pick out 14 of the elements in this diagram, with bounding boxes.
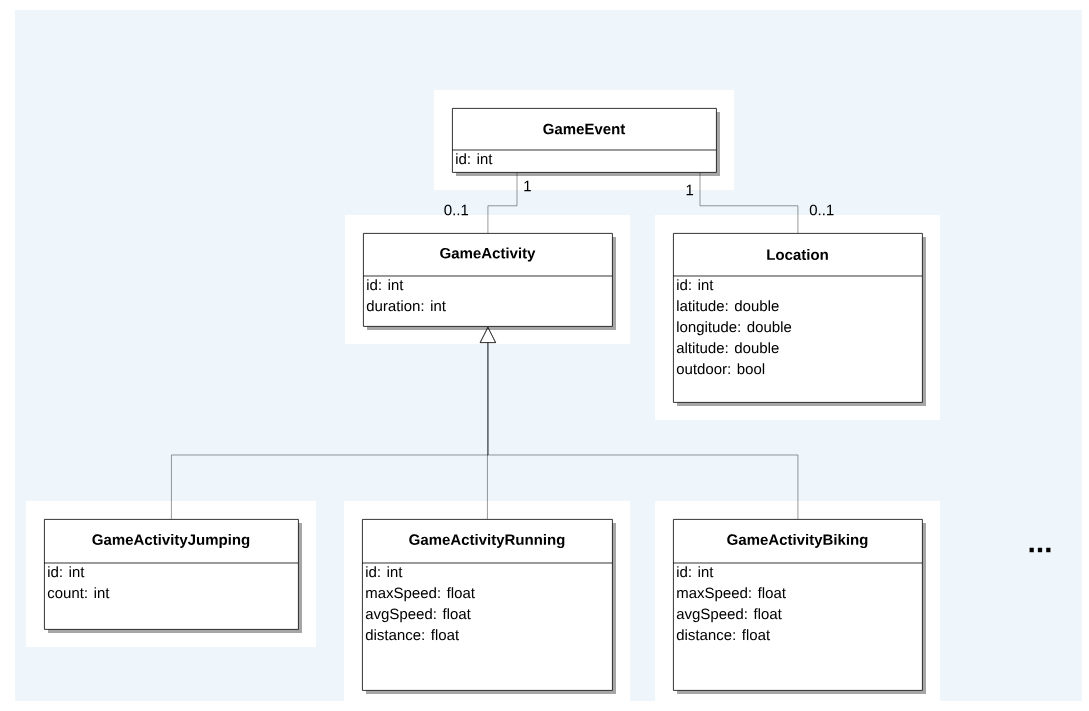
multiplicity-label: 1 (686, 184, 694, 196)
class-box: GameActivityRunning id: int maxSpeed: float avgSpeed: float distance: float (361, 519, 616, 694)
class-box: GameActivity id: int duration: int (362, 233, 616, 330)
connector (699, 172, 799, 234)
multiplicity-label: 0..1 (444, 204, 469, 216)
class-box: GameActivityJumping id: int count: int (43, 519, 302, 633)
class-box: GameEvent id: int (451, 108, 720, 176)
ellipsis: ... (1029, 547, 1051, 553)
connector (480, 327, 799, 520)
class-box: Location id: int latitude: double longitude: double altitude: double outdoor: bool (672, 233, 926, 406)
class-box: GameActivityBiking id: int maxSpeed: float avgSpeed: float distance: float (672, 519, 926, 694)
connector (487, 172, 518, 234)
multiplicity-label: 1 (524, 180, 531, 192)
multiplicity-label: 0..1 (809, 204, 834, 216)
